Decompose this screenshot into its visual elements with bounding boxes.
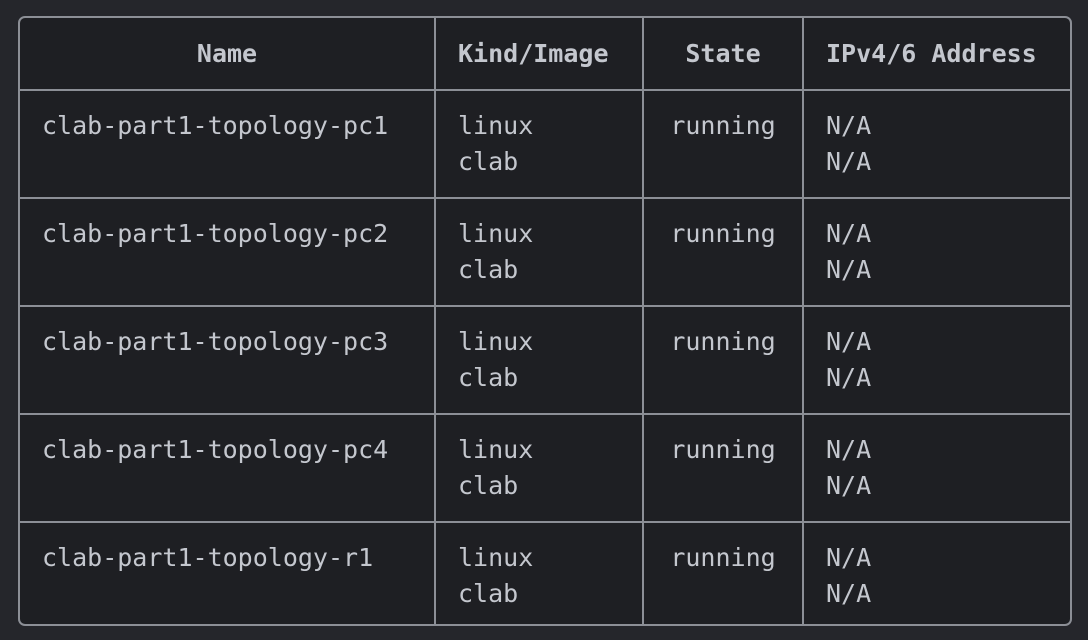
cell-state: running	[642, 413, 804, 523]
containers-table: Name Kind/Image State IPv4/6 Address cla…	[18, 16, 1072, 626]
kind-value: linux	[458, 543, 534, 572]
image-value: clab	[458, 255, 519, 284]
cell-name: clab-part1-topology-pc2	[20, 197, 436, 307]
ipv6-value: N/A	[826, 471, 872, 500]
cell-address: N/A N/A	[802, 521, 1070, 624]
table-body: clab-part1-topology-pc1 linux clab runni…	[20, 89, 1070, 624]
image-value: clab	[458, 471, 519, 500]
cell-state: running	[642, 305, 804, 415]
table-row: clab-part1-topology-r1 linux clab runnin…	[20, 521, 1070, 624]
kind-value: linux	[458, 327, 534, 356]
ipv4-value: N/A	[826, 543, 872, 572]
ipv4-value: N/A	[826, 219, 872, 248]
table-row: clab-part1-topology-pc4 linux clab runni…	[20, 413, 1070, 523]
cell-name: clab-part1-topology-pc4	[20, 413, 436, 523]
cell-address: N/A N/A	[802, 197, 1070, 307]
cell-kind-image: linux clab	[434, 521, 644, 624]
kind-value: linux	[458, 435, 534, 464]
image-value: clab	[458, 579, 519, 608]
column-header-kind-image: Kind/Image	[434, 18, 644, 91]
cell-name: clab-part1-topology-pc3	[20, 305, 436, 415]
cell-state: running	[642, 521, 804, 624]
cell-kind-image: linux clab	[434, 305, 644, 415]
ipv6-value: N/A	[826, 255, 872, 284]
header-row: Name Kind/Image State IPv4/6 Address	[20, 18, 1070, 91]
image-value: clab	[458, 363, 519, 392]
cell-name: clab-part1-topology-pc1	[20, 89, 436, 199]
table-row: clab-part1-topology-pc1 linux clab runni…	[20, 89, 1070, 199]
column-header-address: IPv4/6 Address	[802, 18, 1070, 91]
image-value: clab	[458, 147, 519, 176]
ipv4-value: N/A	[826, 111, 872, 140]
table-header: Name Kind/Image State IPv4/6 Address	[20, 18, 1070, 91]
cell-state: running	[642, 89, 804, 199]
column-header-name: Name	[20, 18, 436, 91]
table-row: clab-part1-topology-pc2 linux clab runni…	[20, 197, 1070, 307]
ipv4-value: N/A	[826, 435, 872, 464]
cell-address: N/A N/A	[802, 305, 1070, 415]
kind-value: linux	[458, 111, 534, 140]
cell-kind-image: linux clab	[434, 413, 644, 523]
column-header-state: State	[642, 18, 804, 91]
cell-address: N/A N/A	[802, 413, 1070, 523]
ipv4-value: N/A	[826, 327, 872, 356]
cell-name: clab-part1-topology-r1	[20, 521, 436, 624]
table-row: clab-part1-topology-pc3 linux clab runni…	[20, 305, 1070, 415]
containers-table-grid: Name Kind/Image State IPv4/6 Address cla…	[20, 18, 1070, 624]
kind-value: linux	[458, 219, 534, 248]
cell-state: running	[642, 197, 804, 307]
cell-kind-image: linux clab	[434, 197, 644, 307]
cell-kind-image: linux clab	[434, 89, 644, 199]
ipv6-value: N/A	[826, 579, 872, 608]
cell-address: N/A N/A	[802, 89, 1070, 199]
ipv6-value: N/A	[826, 363, 872, 392]
ipv6-value: N/A	[826, 147, 872, 176]
